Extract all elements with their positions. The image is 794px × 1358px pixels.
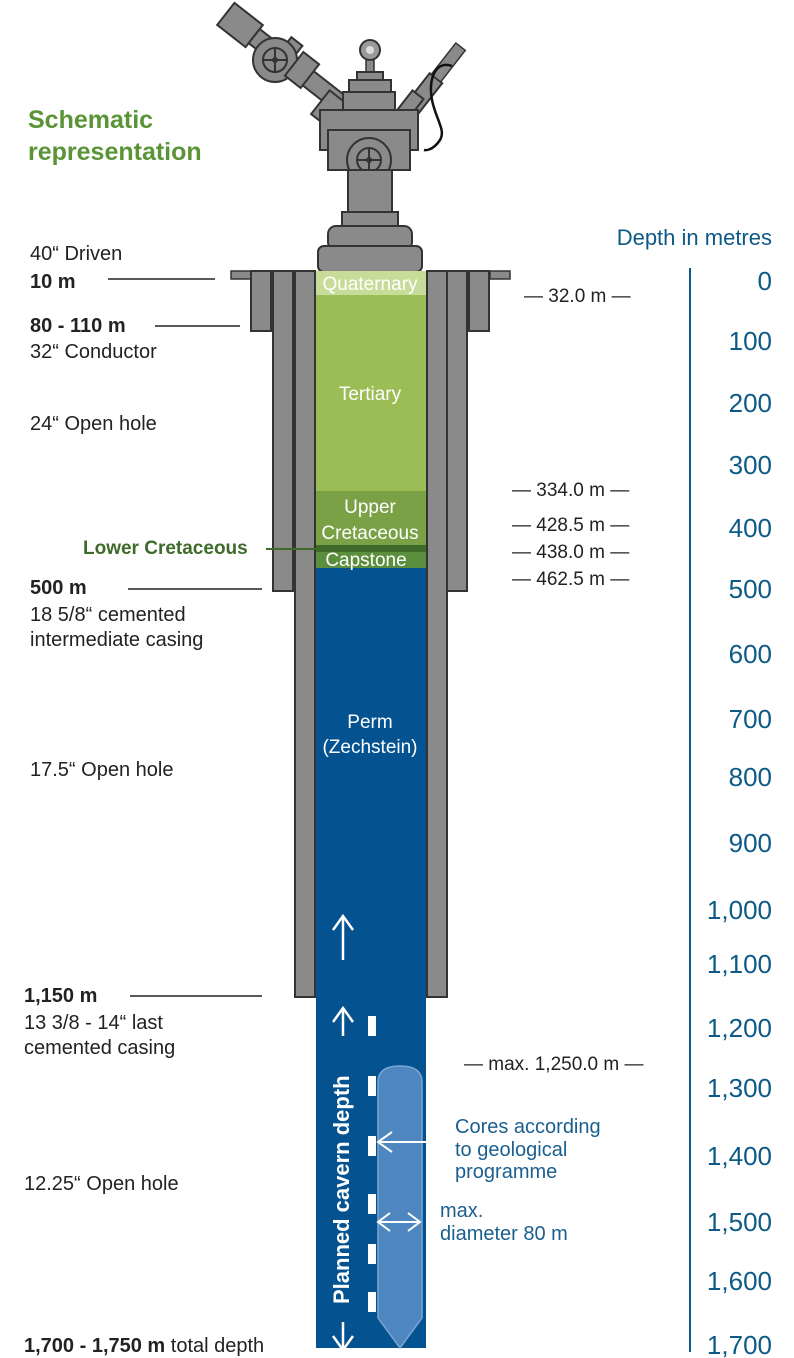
depth-tick-label: 100 bbox=[729, 326, 772, 356]
depth-tick-label: 800 bbox=[729, 762, 772, 792]
cavern-dashed-line bbox=[368, 1016, 376, 1312]
cavern-shape bbox=[377, 1065, 423, 1350]
depth-tick-label: 1,100 bbox=[707, 949, 772, 979]
casing-strings bbox=[250, 270, 490, 998]
intermediate-line-2: intermediate casing bbox=[30, 629, 203, 651]
open-hole-175-label: 17.5“ Open hole bbox=[30, 759, 173, 781]
intermediate-depth-label: 500 m bbox=[30, 577, 87, 599]
label-upper-cretaceous-2: Cretaceous bbox=[321, 523, 418, 544]
depth-tick-label: 1,400 bbox=[707, 1141, 772, 1171]
cores-arrow-icon bbox=[376, 1131, 448, 1153]
label-zechstein: (Zechstein) bbox=[322, 737, 417, 758]
depth-upper-cretaceous-base: — 428.5 m — bbox=[512, 515, 629, 536]
depth-tick-label: 1,700 bbox=[707, 1330, 772, 1358]
depth-tick-label: 300 bbox=[729, 450, 772, 480]
depth-tick-label: 700 bbox=[729, 704, 772, 734]
total-depth-suffix: total depth bbox=[165, 1335, 264, 1357]
total-depth-value: 1,700 - 1,750 m bbox=[24, 1335, 165, 1357]
depth-lower-cretaceous-base: — 438.0 m — bbox=[512, 542, 629, 563]
flange-right bbox=[489, 270, 511, 280]
diameter-line-2: diameter 80 m bbox=[440, 1223, 568, 1245]
diameter-line-1: max. bbox=[440, 1200, 483, 1222]
depth-tertiary-base: — 334.0 m — bbox=[512, 480, 629, 501]
depth-tick-label: 400 bbox=[729, 513, 772, 543]
depth-tick-label: 500 bbox=[729, 574, 772, 604]
label-perm: Perm bbox=[347, 712, 392, 733]
layer-quaternary bbox=[316, 271, 426, 295]
last-casing-line-2: cemented casing bbox=[24, 1037, 175, 1059]
cores-line-1: Cores according bbox=[455, 1116, 601, 1138]
driven-size-label: 40“ Driven bbox=[30, 243, 122, 265]
total-depth-label: 1,700 - 1,750 m total depth bbox=[24, 1335, 264, 1357]
label-capstone: Capstone bbox=[325, 550, 406, 571]
last-casing-depth-label: 1,150 m bbox=[24, 985, 97, 1007]
layer-lower-cretaceous bbox=[316, 545, 426, 552]
depth-header: Depth in metres bbox=[617, 225, 772, 250]
depth-tick-label: 1,500 bbox=[707, 1207, 772, 1237]
depth-cavern-max: — max. 1,250.0 m — bbox=[464, 1054, 644, 1075]
open-hole-1225-label: 12.25“ Open hole bbox=[24, 1173, 179, 1195]
depth-tick-label: 200 bbox=[729, 388, 772, 418]
up-arrow-icon bbox=[331, 1005, 355, 1036]
layer-tertiary bbox=[316, 295, 426, 491]
wellhead-icon bbox=[215, 1, 467, 273]
depth-capstone-base: — 462.5 m — bbox=[512, 569, 629, 590]
label-upper-cretaceous-1: Upper bbox=[344, 497, 396, 518]
cores-line-2: to geological bbox=[455, 1139, 567, 1161]
depth-tick-label: 1,600 bbox=[707, 1266, 772, 1296]
conductor-depth-label: 80 - 110 m bbox=[30, 315, 126, 337]
intermediate-line-1: 18 5/8“ cemented bbox=[30, 604, 186, 626]
cores-line-3: programme bbox=[455, 1161, 557, 1183]
open-hole-24-label: 24“ Open hole bbox=[30, 413, 157, 435]
depth-quaternary-base: — 32.0 m — bbox=[524, 286, 631, 307]
layer-upper-cretaceous bbox=[316, 491, 426, 545]
title-line-2: representation bbox=[28, 138, 202, 166]
depth-tick-label: 1,300 bbox=[707, 1073, 772, 1103]
conductor-size-label: 32“ Conductor bbox=[30, 341, 157, 363]
title-line-1: Schematic bbox=[28, 106, 153, 134]
depth-tick-label: 600 bbox=[729, 639, 772, 669]
planned-cavern-label: Planned cavern depth bbox=[329, 1075, 354, 1304]
up-arrow-icon bbox=[331, 913, 355, 960]
flange-left bbox=[230, 270, 252, 280]
label-quaternary: Quaternary bbox=[322, 274, 418, 295]
depth-tick-label: 900 bbox=[729, 828, 772, 858]
depth-tick-label: 0 bbox=[758, 266, 772, 296]
driven-depth-label: 10 m bbox=[30, 271, 76, 293]
lower-cretaceous-label: Lower Cretaceous bbox=[83, 538, 248, 559]
diameter-arrow-icon bbox=[376, 1212, 422, 1232]
layer-capstone bbox=[316, 552, 426, 568]
down-arrow-icon bbox=[331, 1322, 355, 1353]
last-casing-line-1: 13 3/8 - 14“ last bbox=[24, 1012, 163, 1034]
depth-tick-label: 1,200 bbox=[707, 1013, 772, 1043]
depth-tick-labels: 0 100 200 300 400 500 600 700 800 900 1,000 1,100 1,… bbox=[707, 266, 772, 1358]
label-tertiary: Tertiary bbox=[339, 384, 402, 405]
depth-tick-label: 1,000 bbox=[707, 895, 772, 925]
